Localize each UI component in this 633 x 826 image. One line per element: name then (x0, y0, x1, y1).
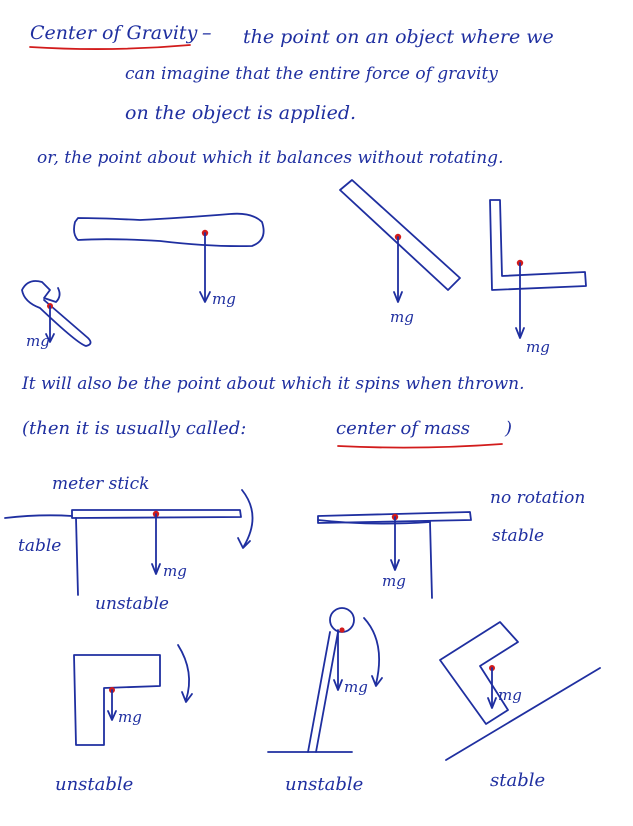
wrench-drawing: mg (21, 280, 92, 350)
wrench-force-label: mg (26, 332, 50, 350)
label-table: table (18, 536, 62, 556)
definition-line-1: the point on an object where we (243, 26, 554, 48)
definition-line-4: or, the point about which it balances wi… (37, 148, 504, 168)
l-on-incline-drawing: mg (439, 621, 601, 761)
label-unstable-3: unstable (285, 774, 364, 795)
label-meter-stick: meter stick (52, 474, 150, 494)
pole-force-label: mg (344, 678, 368, 696)
stick-force-label: mg (163, 562, 187, 580)
label-unstable-1: unstable (95, 594, 169, 614)
board-force-label: mg (390, 308, 414, 326)
center-of-mass-underline (337, 443, 503, 449)
bat-drawing: mg (73, 212, 265, 308)
upright-l-drawing: mg (73, 644, 193, 746)
spin-note-line-1: It will also be the point about which it… (22, 374, 525, 394)
label-unstable-2: unstable (55, 774, 134, 795)
spin-note-suffix: ) (505, 418, 513, 439)
incline-force-label: mg (498, 686, 522, 704)
slanted-board-drawing: mg (339, 179, 461, 326)
term-underline (29, 44, 191, 50)
spin-note-prefix: (then it is usually called: (22, 418, 247, 439)
upright-l-force-label: mg (118, 708, 142, 726)
meter-stick-unstable-drawing: mg (4, 489, 254, 596)
l-shape-drawing: mg (489, 199, 587, 356)
meter-stick-stable-drawing: mg (317, 511, 472, 599)
l-force-label: mg (526, 338, 550, 356)
label-stable-1: stable (492, 526, 545, 546)
term-center-of-mass: center of mass (336, 418, 471, 439)
label-stable-2: stable (490, 770, 546, 791)
ball-on-pole-drawing: mg (267, 607, 383, 753)
definition-line-2: can imagine that the entire force of gra… (125, 64, 498, 84)
stable-stick-force-label: mg (382, 572, 406, 590)
label-no-rotation: no rotation (490, 488, 586, 508)
term-center-of-gravity: Center of Gravity (30, 22, 198, 44)
definition-line-3: on the object is applied. (125, 102, 357, 124)
bat-force-label: mg (212, 290, 236, 308)
definition-dash: – (202, 22, 212, 44)
